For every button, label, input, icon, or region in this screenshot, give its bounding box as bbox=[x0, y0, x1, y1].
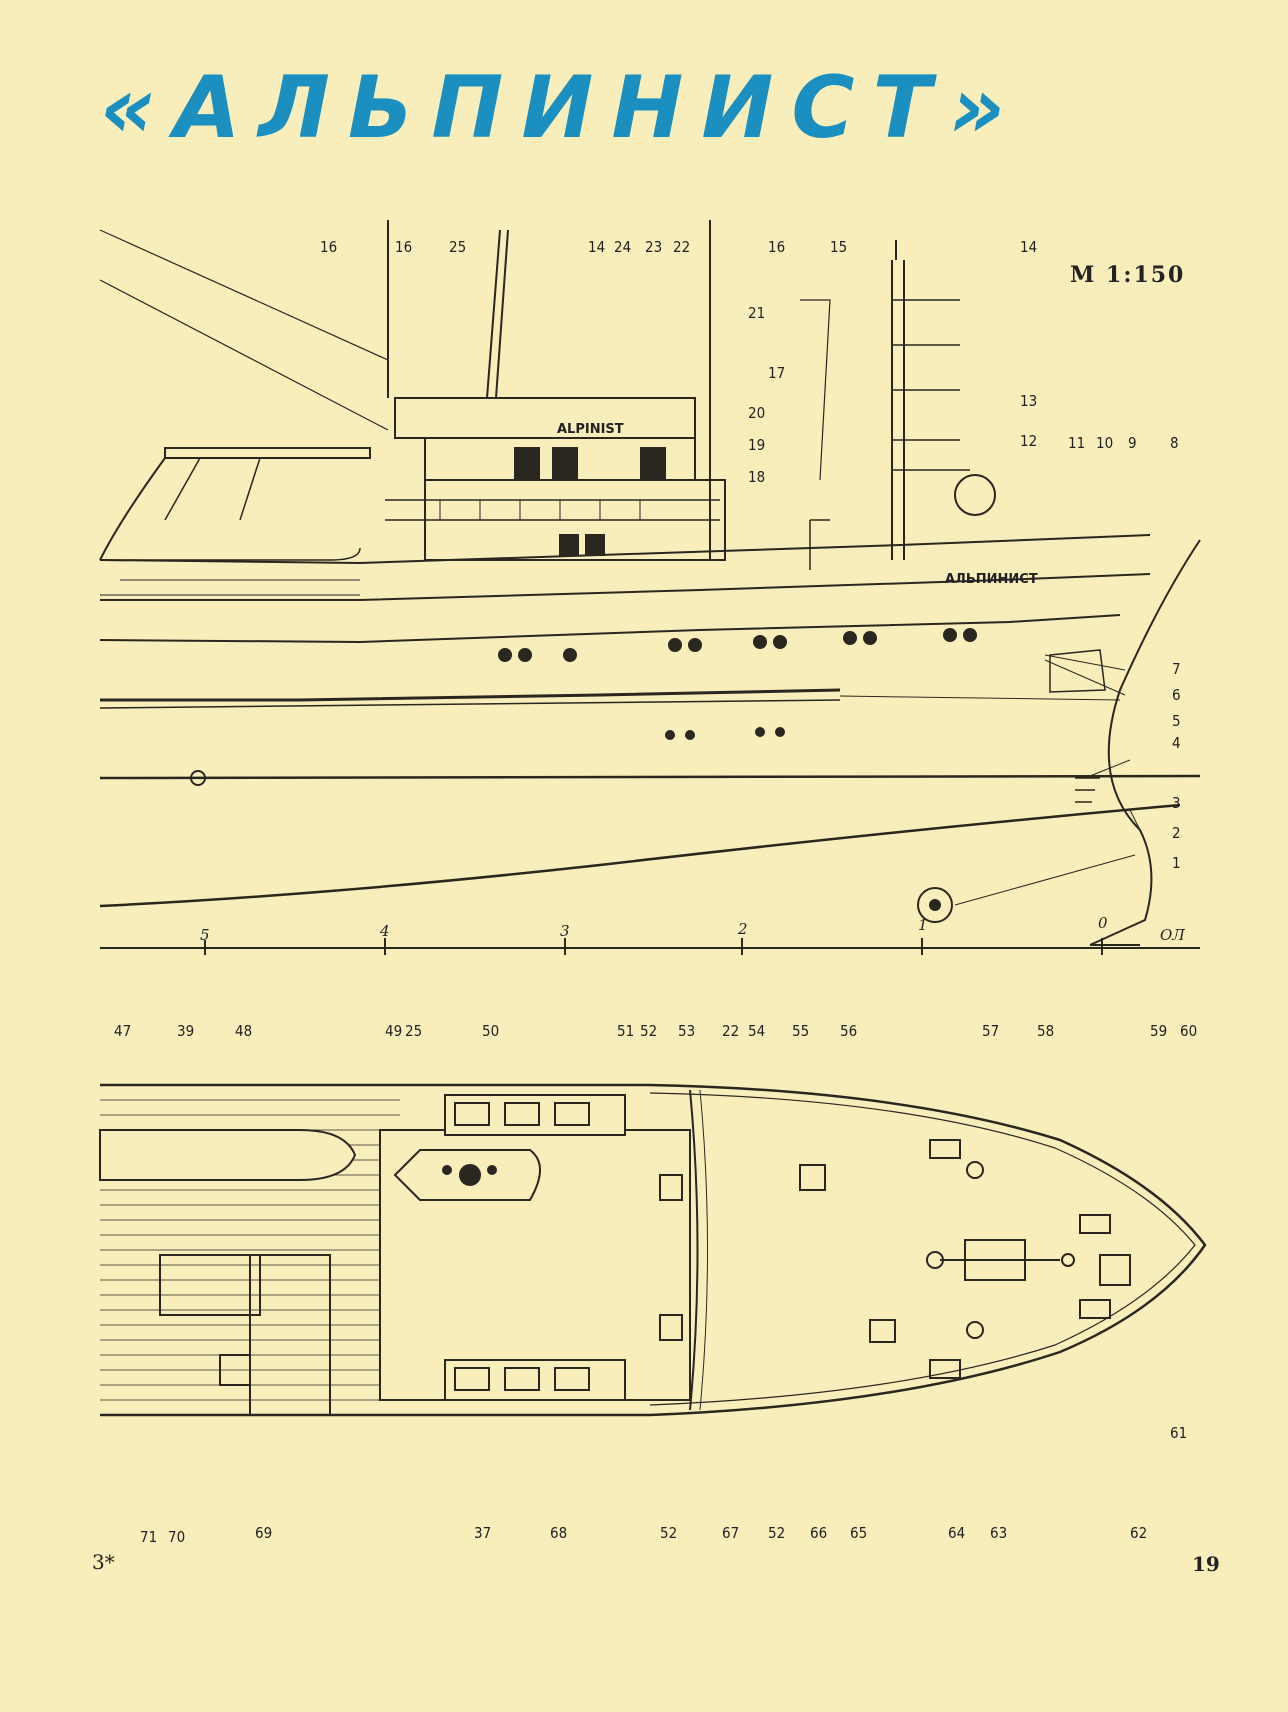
hull-name-cyrillic: АЛЬПИНИСТ bbox=[945, 572, 1038, 587]
callout-label: 56 bbox=[840, 1022, 857, 1040]
station-label: 5 bbox=[200, 926, 210, 944]
callout-label: 52 bbox=[768, 1524, 785, 1542]
callout-label: 25 bbox=[449, 238, 466, 256]
callout-label: 1 bbox=[1172, 854, 1181, 872]
callout-label: 12 bbox=[1020, 432, 1037, 450]
callout-label: 66 bbox=[810, 1524, 827, 1542]
callout-label: 37 bbox=[474, 1524, 491, 1542]
callout-label: 14 bbox=[1020, 238, 1037, 256]
callout-label: 49 bbox=[385, 1022, 402, 1040]
station-label: 1 bbox=[918, 916, 928, 934]
callout-label: 25 bbox=[405, 1022, 422, 1040]
callout-label: 16 bbox=[768, 238, 785, 256]
callout-label: 59 bbox=[1150, 1022, 1167, 1040]
callout-label: 20 bbox=[748, 404, 765, 422]
callout-label: 52 bbox=[640, 1022, 657, 1040]
article-title: «АЛЬПИНИСТ» bbox=[100, 58, 1023, 158]
scale-label: М 1:150 bbox=[1070, 262, 1186, 288]
callout-label: 16 bbox=[320, 238, 337, 256]
callout-label: 13 bbox=[1020, 392, 1037, 410]
callout-label: 22 bbox=[722, 1022, 739, 1040]
callout-label: 5 bbox=[1172, 712, 1181, 730]
callout-label: 17 bbox=[768, 364, 785, 382]
callout-label: 15 bbox=[830, 238, 847, 256]
callout-label: 53 bbox=[678, 1022, 695, 1040]
callout-label: 10 bbox=[1096, 434, 1113, 452]
callout-label: 60 bbox=[1180, 1022, 1197, 1040]
callout-label: 19 bbox=[748, 436, 765, 454]
callout-label: 63 bbox=[990, 1524, 1007, 1542]
callout-label: 54 bbox=[748, 1022, 765, 1040]
station-label: 0 bbox=[1098, 914, 1108, 932]
page-number: 19 bbox=[1192, 1552, 1220, 1576]
callout-label: 62 bbox=[1130, 1524, 1147, 1542]
callout-label: 22 bbox=[673, 238, 690, 256]
callout-label: 65 bbox=[850, 1524, 867, 1542]
callout-label: 47 bbox=[114, 1022, 131, 1040]
callout-label: 57 bbox=[982, 1022, 999, 1040]
callout-label: 68 bbox=[550, 1524, 567, 1542]
callout-label: 70 bbox=[168, 1528, 185, 1546]
callout-label: 58 bbox=[1037, 1022, 1054, 1040]
callout-label: 14 bbox=[588, 238, 605, 256]
callout-label: 9 bbox=[1128, 434, 1137, 452]
callout-label: 51 bbox=[617, 1022, 634, 1040]
baseline-label: ОЛ bbox=[1160, 926, 1185, 944]
callout-label: 8 bbox=[1170, 434, 1179, 452]
callout-label: 67 bbox=[722, 1524, 739, 1542]
station-label: 4 bbox=[379, 922, 390, 940]
profile-callouts: 16 16 25 14 24 23 22 16 15 14 21 17 20 1… bbox=[320, 238, 1181, 872]
callout-label: 52 bbox=[660, 1524, 677, 1542]
callout-label: 18 bbox=[748, 468, 765, 486]
plan-top-callouts: 47 39 48 49 25 50 51 52 53 22 54 55 56 5… bbox=[114, 1022, 1197, 1040]
callout-label: 11 bbox=[1068, 434, 1085, 452]
callout-label: 7 bbox=[1172, 660, 1181, 678]
callout-label: 3 bbox=[1172, 794, 1181, 812]
callout-label: 2 bbox=[1172, 824, 1181, 842]
callout-label: 24 bbox=[614, 238, 631, 256]
callout-label: 69 bbox=[255, 1524, 272, 1542]
callout-label: 50 bbox=[482, 1022, 499, 1040]
callout-label: 71 bbox=[140, 1528, 157, 1546]
callout-label: 64 bbox=[948, 1524, 965, 1542]
station-label: 2 bbox=[737, 920, 748, 938]
callout-label: 6 bbox=[1172, 686, 1181, 704]
callout-label: 23 bbox=[645, 238, 662, 256]
plan-view bbox=[99, 1083, 1207, 1417]
signature-mark: 3* bbox=[92, 1550, 115, 1574]
callout-label: 21 bbox=[748, 304, 765, 322]
callout-label: 4 bbox=[1172, 734, 1181, 752]
hull-name-latin: ALPINIST bbox=[557, 422, 624, 437]
plan-bottom-callouts: 71 70 69 37 68 52 67 52 66 65 64 63 62 6… bbox=[140, 1424, 1187, 1546]
station-label: 3 bbox=[560, 922, 570, 940]
callout-label: 48 bbox=[235, 1022, 252, 1040]
callout-label: 55 bbox=[792, 1022, 809, 1040]
callout-label: 61 bbox=[1170, 1424, 1187, 1442]
callout-label: 16 bbox=[395, 238, 412, 256]
callout-label: 39 bbox=[177, 1022, 194, 1040]
profile-view bbox=[99, 220, 1201, 955]
